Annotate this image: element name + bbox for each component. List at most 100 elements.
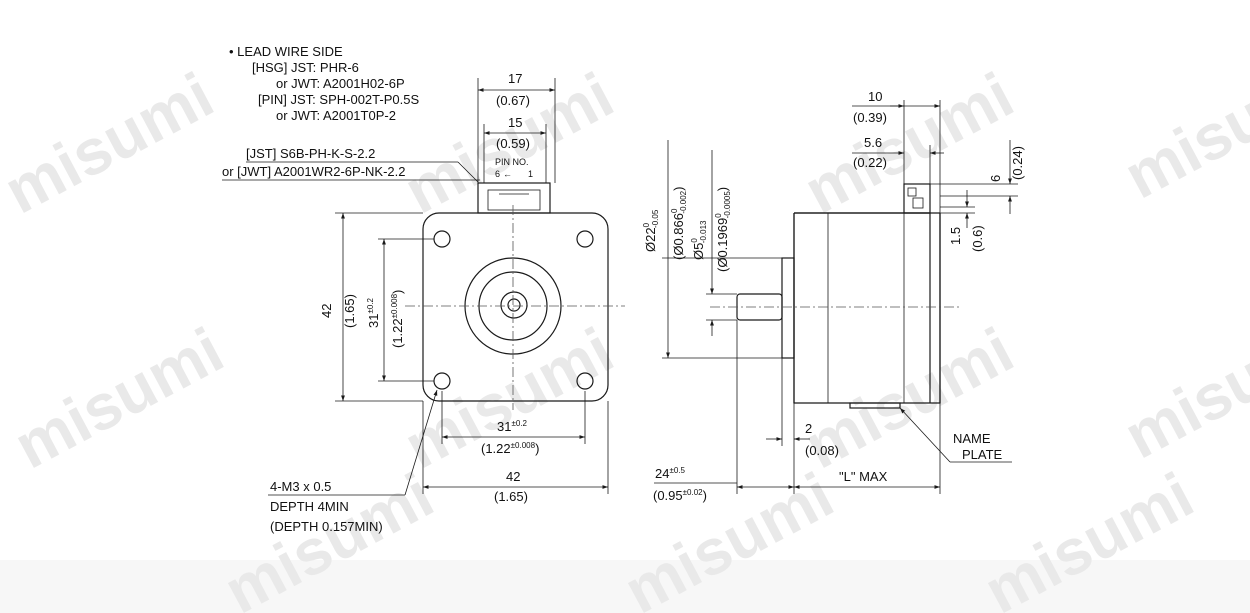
side-name-plate: [849, 402, 901, 409]
mount-hole-top-right: [576, 230, 594, 248]
watermark-5: misumi: [3, 314, 235, 483]
pilot-len-mm: 2: [805, 421, 812, 436]
pin-jst: [PIN] JST: SPH-002T-P0.5S: [258, 92, 419, 107]
watermark-3: misumi: [793, 59, 1025, 228]
conn-gap-in: (0.6): [970, 225, 985, 252]
front-left-dims: 42 (1.65) 31±0.2 (1.22±0.008): [319, 212, 434, 402]
pilot-dia-in-group: (Ø0.8660-0.002): [670, 187, 688, 260]
shaft-dia-tol-top: 0: [690, 238, 699, 243]
name-plate-1: NAME: [953, 431, 991, 446]
conn-width-in: (0.67): [496, 93, 530, 108]
shaft-len-mm-group: 24±0.5: [655, 466, 686, 481]
watermark-4: misumi: [1113, 44, 1250, 213]
hsg-jwt: or JWT: A2001H02-6P: [276, 76, 405, 91]
thread-depth-in: (DEPTH 0.157MIN): [270, 519, 383, 534]
pin-no-label: PIN NO.: [495, 157, 529, 167]
hole-v-mm: 31: [366, 314, 381, 328]
hole-v-mm-tol: ±0.2: [366, 297, 375, 313]
pin-arrow-label: ←: [503, 169, 512, 179]
side-right-dims: 6 (0.24) 1.5 (0.6): [930, 140, 1025, 252]
pilot-len-in: (0.08): [805, 443, 839, 458]
pilot-dia-in-tol-top: 0: [670, 208, 679, 213]
shaft-dia-in-close: ): [715, 187, 730, 191]
side-connector-pin: [912, 197, 924, 209]
thread-spec: 4-M3 x 0.5: [270, 479, 331, 494]
pilot-dia-in-close: ): [671, 187, 686, 191]
pin-span-in: (0.59): [496, 136, 530, 151]
width-mm: 42: [506, 469, 520, 484]
shaft-dia-main: Ø5: [691, 243, 706, 260]
conn-height-in: (0.24): [1010, 146, 1025, 180]
lead-wire-note: • LEAD WIRE SIDE [HSG] JST: PHR-6 or JWT…: [222, 44, 419, 179]
side-left-dims: Ø220-0.05 (Ø0.8660-0.002) Ø50-0.013 (Ø0.…: [642, 140, 782, 359]
mount-hole-top-left: [433, 230, 451, 248]
pilot-dia-in-main: (Ø0.866: [671, 213, 686, 260]
shaft-len-in: (0.95: [653, 488, 683, 503]
hole-h-in: (1.22: [481, 441, 511, 456]
hole-v-mm-group: 31±0.2: [366, 297, 381, 328]
pilot-dia-group: Ø220-0.05: [642, 209, 660, 252]
pilot-dia-tol-top: 0: [642, 222, 651, 227]
shaft-len-in-tol: ±0.02: [683, 488, 704, 497]
front-bottom-dims: 31±0.2 (1.22±0.008) 42 (1.65): [422, 391, 609, 504]
conn-width-mm: 17: [508, 71, 522, 86]
shaft-inner: [507, 298, 521, 312]
front-top-dims: 17 (0.67) 15 (0.59): [477, 71, 556, 183]
side-pilot: [781, 257, 795, 359]
pin-1-label: 1: [528, 169, 533, 179]
connector-jst: [JST] S6B-PH-K-S-2.2: [246, 146, 375, 161]
name-plate-leader: [899, 407, 951, 463]
watermark-1: misumi: [0, 59, 224, 228]
connector-leader-3: [457, 161, 479, 183]
pilot-dia-main: Ø22: [643, 227, 658, 252]
shaft-dia-in-tol-top: 0: [714, 213, 723, 218]
shaft-len-in-close: ): [703, 488, 707, 503]
shaft-len-in-group: (0.95±0.02): [653, 488, 707, 503]
thread-leader: [404, 389, 438, 496]
thread-note: 4-M3 x 0.5 DEPTH 4MIN (DEPTH 0.157MIN): [268, 389, 438, 534]
name-plate-2: PLATE: [962, 447, 1003, 462]
conn-depth-mm: 10: [868, 89, 882, 104]
shaft-dia-in-tol-bot: -0.0005: [723, 191, 732, 219]
side-connector: [903, 183, 931, 214]
height-mm: 42: [319, 304, 334, 318]
watermark-6: misumi: [393, 314, 625, 483]
shaft-dia-in-group: (Ø0.19690-0.0005): [714, 187, 732, 272]
pilot-dia-tol-bot: -0.05: [651, 209, 660, 228]
hole-h-mm-tol: ±0.2: [511, 419, 527, 428]
pin-6-label: 6: [495, 169, 500, 179]
hole-h-mm: 31: [497, 419, 511, 434]
front-body-outline: [422, 212, 609, 402]
shaft-dia-tol-bot: -0.013: [699, 220, 708, 243]
shaft-len-mm: 24: [655, 466, 669, 481]
conn-height-mm: 6: [988, 175, 1003, 182]
conn-gap-mm: 1.5: [948, 227, 963, 245]
hole-v-in: (1.22: [390, 318, 405, 348]
shaft-dia-in-main: (Ø0.1969: [715, 218, 730, 272]
side-connector-latch: [907, 187, 917, 197]
pilot-dia-in-tol-bot: -0.002: [679, 190, 688, 213]
watermark-8: misumi: [1113, 304, 1250, 473]
conn-offset-in: (0.22): [853, 155, 887, 170]
front-view: PIN NO. 6 ← 1: [405, 157, 625, 410]
conn-depth-in: (0.39): [853, 110, 887, 125]
pin-jwt: or JWT: A2001T0P-2: [276, 108, 396, 123]
conn-offset-mm: 5.6: [864, 135, 882, 150]
hole-h-mm-group: 31±0.2: [497, 419, 528, 434]
hole-v-in-close: ): [390, 290, 405, 294]
shaft-len-mm-tol: ±0.5: [669, 466, 685, 475]
side-top-dims: 10 (0.39) 5.6 (0.22): [852, 89, 944, 213]
hsg-jst: [HSG] JST: PHR-6: [252, 60, 359, 75]
hole-h-in-tol: ±0.008: [511, 441, 536, 450]
mount-hole-bottom-left: [433, 372, 451, 390]
shaft-dia-group: Ø50-0.013: [690, 220, 708, 260]
side-bottom-dims: 2 (0.08) 24±0.5 (0.95±0.02) "L" MAX: [653, 320, 941, 503]
thread-depth: DEPTH 4MIN: [270, 499, 349, 514]
shaft-outer: [500, 291, 528, 319]
front-connector-inner: [487, 189, 541, 211]
connector-jwt: or [JWT] A2001WR2-6P-NK-2.2: [222, 164, 406, 179]
hole-v-in-tol: ±0.008: [390, 293, 399, 318]
pin-span-mm: 15: [508, 115, 522, 130]
name-plate-note: NAME PLATE: [899, 407, 1012, 463]
